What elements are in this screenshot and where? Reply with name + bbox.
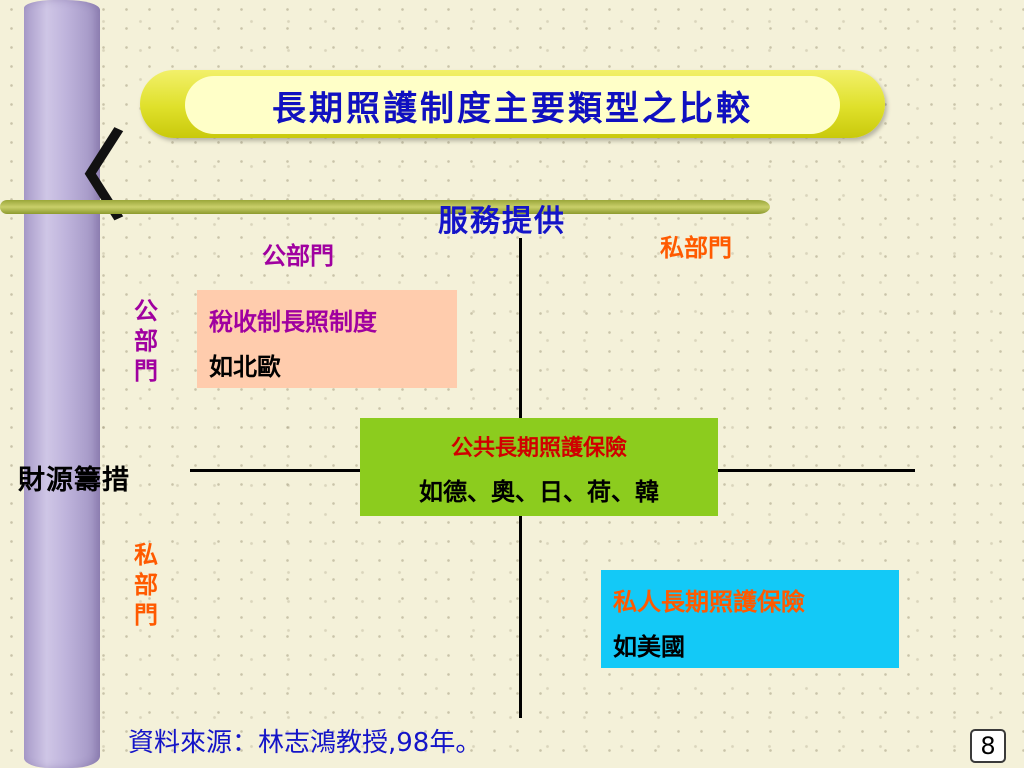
public-insurance-example: 如德、奧、日、荷、韓 (419, 477, 659, 506)
service-provision-label: 服務提供 (438, 204, 566, 239)
page-number: 8 (970, 729, 1006, 763)
column-public-label: 公部門 (262, 241, 334, 270)
public-insurance-box: 公共長期照護保險 如德、奧、日、荷、韓 (360, 418, 718, 516)
page-title: 長期照護制度主要類型之比較 (272, 88, 753, 129)
decorative-band (0, 200, 770, 214)
row-public-label: 公部門 (134, 296, 158, 385)
public-insurance-heading: 公共長期照護保險 (450, 435, 627, 461)
title-box: 長期照護制度主要類型之比較 (185, 76, 840, 134)
private-insurance-heading: 私人長期照護保險 (613, 587, 805, 616)
decorative-pillar (24, 0, 100, 768)
private-insurance-box: 私人長期照護保險 如美國 (601, 570, 899, 668)
tax-system-example: 如北歐 (209, 352, 281, 381)
tax-system-heading: 稅收制長照制度 (209, 307, 377, 336)
row-private-label: 私部門 (134, 540, 158, 629)
column-private-label: 私部門 (660, 233, 732, 262)
bracket-icon: 〈 (30, 122, 126, 232)
private-insurance-example: 如美國 (613, 632, 685, 661)
tax-system-box: 稅收制長照制度 如北歐 (197, 290, 457, 388)
financing-label: 財源籌措 (18, 465, 130, 496)
source-note: 資料來源：林志鴻教授,98年。 (128, 728, 482, 758)
